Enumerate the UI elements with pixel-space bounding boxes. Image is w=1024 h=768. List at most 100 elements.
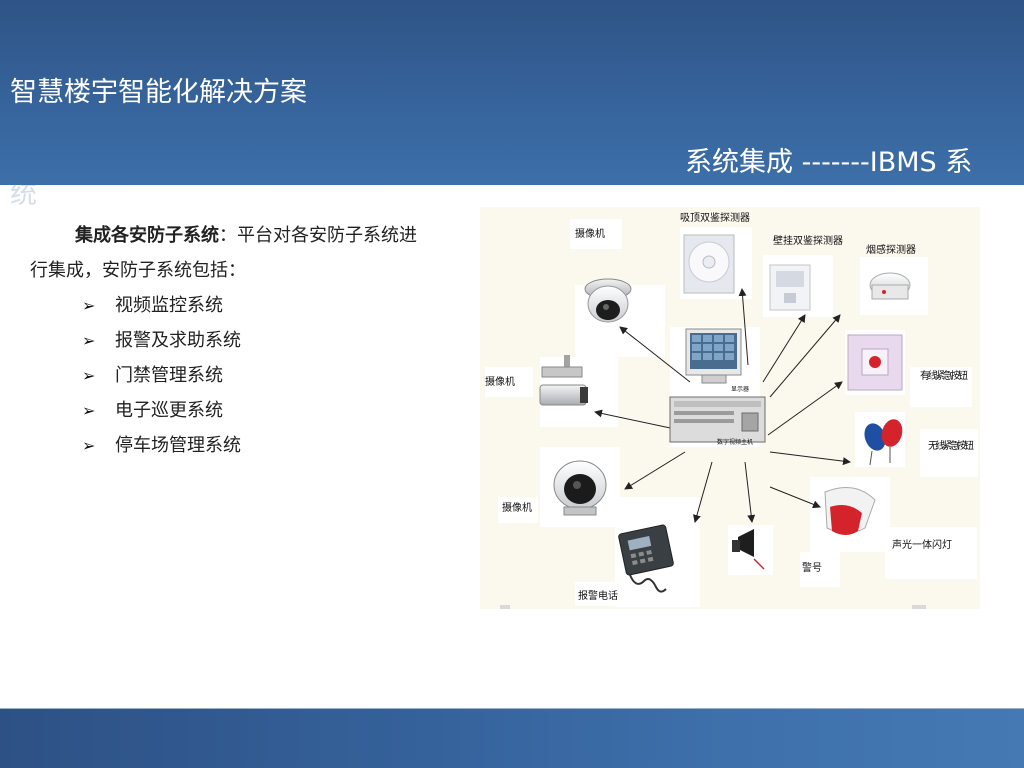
list-item-label: 视频监控系统	[115, 295, 223, 316]
diagram-shape	[864, 423, 886, 451]
diagram-shape	[714, 353, 723, 360]
arrow-bullet-icon: ➢	[82, 401, 96, 420]
diagram-shape	[541, 366, 583, 378]
diagram-shape	[500, 605, 510, 609]
diagram-shape	[882, 290, 886, 294]
list-item-label: 门禁管理系统	[115, 365, 223, 386]
diagram-shape	[575, 582, 625, 606]
diagram-shape	[674, 401, 761, 407]
camera-left-label: 摄像机	[485, 375, 515, 388]
host-label: 数字视频主机	[717, 438, 753, 446]
diagram-shape	[714, 344, 723, 351]
wireless-button-label: 无线紧急按钮	[928, 439, 974, 452]
diagram-shape	[871, 284, 909, 300]
diagram-shape	[638, 551, 645, 557]
diagram-shape	[692, 353, 701, 360]
monitor-icon	[685, 328, 742, 384]
diagram-shape	[762, 314, 806, 383]
diagram-shape	[629, 574, 667, 593]
diagram-shape	[624, 451, 686, 490]
bullet-camera-icon	[539, 355, 588, 406]
diagram-shape	[769, 451, 851, 466]
diagram-shape	[573, 481, 581, 489]
diagram-shape	[738, 529, 754, 557]
diagram-shape	[630, 553, 637, 559]
wired-button-label: 有线紧急按钮	[920, 369, 968, 382]
diagram-shape	[769, 486, 821, 509]
wall-detector-label: 壁挂双鉴探测器	[773, 234, 843, 247]
diagram-shape	[732, 540, 740, 552]
diagram-shape	[910, 367, 972, 407]
diagram-shape	[869, 450, 873, 466]
diagram-shape	[563, 506, 597, 516]
slide-title: 智慧楼宇智能化解决方案	[10, 77, 307, 108]
diagram-shape	[769, 314, 841, 398]
list-item: ➢电子巡更系统	[30, 393, 430, 428]
ceiling-detector-icon	[683, 234, 735, 294]
diagram-shape	[920, 429, 978, 477]
diagram-shape	[703, 335, 712, 342]
diagram-shape	[674, 419, 734, 423]
siren-label: 警号	[802, 561, 822, 574]
footer-divider	[0, 708, 1024, 709]
list-item: ➢ 报警及求助系统	[30, 323, 430, 358]
camera-bottom-label: 摄像机	[502, 501, 532, 514]
smoke-detector-icon	[869, 272, 911, 300]
siren-icon	[732, 529, 765, 570]
dome-camera-bottom-icon	[553, 460, 607, 516]
diagram-shape	[603, 304, 609, 310]
diagram-shape	[881, 419, 903, 447]
subtitle-wrap-text: 统	[10, 185, 37, 207]
diagram-shape	[767, 381, 843, 436]
diagram-shape	[702, 255, 716, 269]
diagram-shape	[744, 461, 756, 523]
wireless-emergency-button-icon	[864, 419, 903, 466]
diagram-shape	[692, 344, 701, 351]
diagram-shape	[800, 552, 840, 587]
diagram-shape	[784, 293, 796, 303]
diagram-shape	[646, 549, 652, 555]
footer-bar	[0, 709, 1024, 768]
diagram-shape	[674, 411, 734, 415]
alarm-phone-label: 报警电话	[578, 589, 618, 602]
diagram-shape	[632, 560, 638, 566]
diagram-shape	[580, 387, 588, 403]
arrow-bullet-icon: ➢	[82, 296, 96, 315]
alarm-phone-icon	[618, 524, 674, 593]
ceiling-detector-label: 吸顶双鉴探测器	[680, 211, 750, 224]
content-text: 集成各安防子系统：平台对各安防子系统进行集成，安防子系统包括： ➢视频监控系统 …	[30, 218, 430, 463]
list-item-label: 停车场管理系统	[115, 435, 241, 456]
diagram-shape	[498, 497, 538, 523]
security-system-diagram: 显示器 数字视频主机 摄像机 吸顶双鉴探测器	[480, 207, 980, 609]
arrow-bullet-icon: ➢	[82, 331, 96, 350]
list-item: ➢ 停车场管理系统	[30, 428, 430, 463]
diagram-shape	[714, 335, 723, 342]
wall-detector-icon	[769, 264, 811, 311]
arrow-bullet-icon: ➢	[82, 436, 96, 455]
diagram-shape	[570, 219, 622, 249]
diagram-shape	[738, 288, 749, 366]
diagram-shape	[594, 409, 676, 430]
diagram-shape	[869, 356, 881, 368]
smoke-detector-label: 烟感探测器	[866, 243, 916, 256]
list-item: ➢ 视频监控系统	[30, 288, 430, 323]
diagram-shape	[619, 326, 691, 383]
diagram-shape	[485, 367, 533, 397]
slide-subtitle: 系统集成 -------IBMS 系	[685, 147, 973, 178]
diagram-shape	[703, 344, 712, 351]
diagram-shape	[627, 536, 652, 551]
diagram-shape	[725, 353, 734, 360]
diagram-shape	[701, 374, 727, 384]
diagram-shape	[693, 461, 713, 523]
diagram-shape	[725, 335, 734, 342]
diagram-shape	[539, 384, 587, 406]
diagram-shape	[912, 605, 926, 609]
list-item-label: 报警及求助系统	[115, 330, 241, 351]
arrow-bullet-icon: ➢	[82, 366, 96, 385]
connection-arrows	[594, 288, 851, 523]
diagram-shape	[596, 300, 620, 320]
intro-text: ：平台对各安防子系统进行集成，安防子系统包括：	[30, 225, 417, 281]
diagram-shape	[725, 344, 734, 351]
diagram-shape	[885, 527, 977, 579]
diagram-shape	[692, 335, 701, 342]
